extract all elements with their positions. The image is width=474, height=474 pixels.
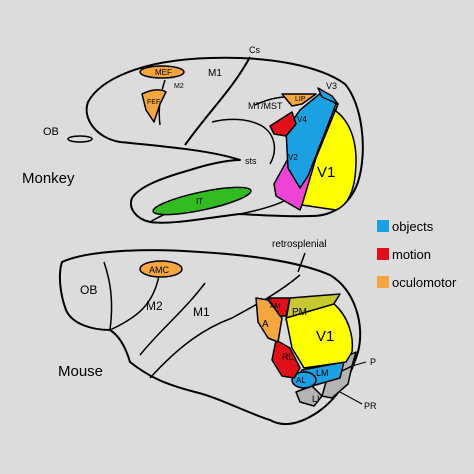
monkey-label-it: IT <box>196 197 203 206</box>
mouse-label-pm: PM <box>292 307 307 318</box>
monkey-area-v1 <box>301 103 357 211</box>
mouse-area-rl <box>271 339 301 379</box>
mouse-brain <box>58 249 362 426</box>
mouse-area-amc <box>139 260 183 278</box>
monkey-sts <box>211 118 276 165</box>
monkey-areas <box>139 65 357 216</box>
legend-swatch-objects <box>377 220 389 232</box>
mouse-m2-line <box>109 269 161 331</box>
mouse-label-rl: RL <box>282 352 294 362</box>
mouse-species-label: Mouse <box>58 363 103 380</box>
monkey-central-sulcus <box>184 56 251 146</box>
legend: objects motion oculomotor <box>377 219 457 290</box>
mouse-label-v1: V1 <box>316 328 334 345</box>
mouse-label-pr: PR <box>364 401 377 411</box>
monkey-label-v4: V4 <box>297 115 307 124</box>
monkey-labels: Monkey OB Cs M1 M2 MEF FEF LIP V3 MT/MST… <box>22 45 337 206</box>
legend-label-oculomotor: oculomotor <box>392 275 457 290</box>
monkey-outline <box>85 56 364 224</box>
monkey-label-lip: LIP <box>295 96 306 103</box>
monkey-area-lip <box>281 93 317 107</box>
mouse-label-amc: AMC <box>149 265 170 275</box>
monkey-label-m2: M2 <box>174 83 184 90</box>
mouse-pr-pointer <box>339 391 363 405</box>
mouse-label-ob: OB <box>80 283 97 297</box>
monkey-area-v3 <box>317 87 339 105</box>
legend-label-objects: objects <box>392 219 434 234</box>
monkey-area-it <box>152 186 252 216</box>
monkey-area-fef <box>141 89 167 123</box>
legend-swatch-motion <box>377 248 389 260</box>
mouse-olfactory-line <box>103 261 113 331</box>
monkey-label-v1: V1 <box>317 164 335 181</box>
mouse-area-v1 <box>285 303 354 369</box>
mouse-labels: Mouse OB AMC M2 M1 retrosplenial AM PM A… <box>58 239 377 411</box>
monkey-label-v2: V2 <box>288 153 298 162</box>
mouse-label-m1: M1 <box>193 305 210 319</box>
mouse-label-lm: LM <box>316 368 329 378</box>
monkey-area-v4 <box>285 91 337 189</box>
monkey-label-ob: OB <box>43 126 59 138</box>
mouse-p-pointer <box>351 361 367 367</box>
mouse-m1-line-a <box>139 282 206 356</box>
mouse-label-li: LI <box>312 394 320 404</box>
monkey-label-v3: V3 <box>326 81 337 91</box>
mouse-outline <box>58 249 362 426</box>
legend-label-motion: motion <box>392 247 431 262</box>
monkey-label-mt-mst: MT/MST <box>248 101 283 111</box>
mouse-label-al: AL <box>296 376 306 385</box>
monkey-species-label: Monkey <box>22 170 75 187</box>
mouse-label-p: P <box>370 357 376 367</box>
mouse-label-m2: M2 <box>146 299 163 313</box>
monkey-area-mt <box>269 111 297 137</box>
monkey-label-sts: sts <box>245 156 257 166</box>
monkey-label-m1: M1 <box>208 68 222 79</box>
mouse-label-retrosplenial: retrosplenial <box>272 239 326 250</box>
legend-swatch-oculomotor <box>377 276 389 288</box>
mouse-areas <box>255 293 357 407</box>
mouse-label-am: AM <box>270 303 281 310</box>
monkey-label-cs: Cs <box>249 45 260 55</box>
mouse-retrosplenial-pointer <box>297 252 306 273</box>
mouse-m1-line-b <box>149 317 233 379</box>
mouse-area-a <box>255 297 283 343</box>
monkey-label-mef: MEF <box>155 68 172 77</box>
monkey-olfactory-bulb <box>67 135 93 143</box>
mouse-label-a: A <box>262 319 269 330</box>
monkey-label-fef: FEF <box>147 99 160 106</box>
monkey-area-mef <box>139 65 185 79</box>
mouse-area-al <box>291 371 317 389</box>
